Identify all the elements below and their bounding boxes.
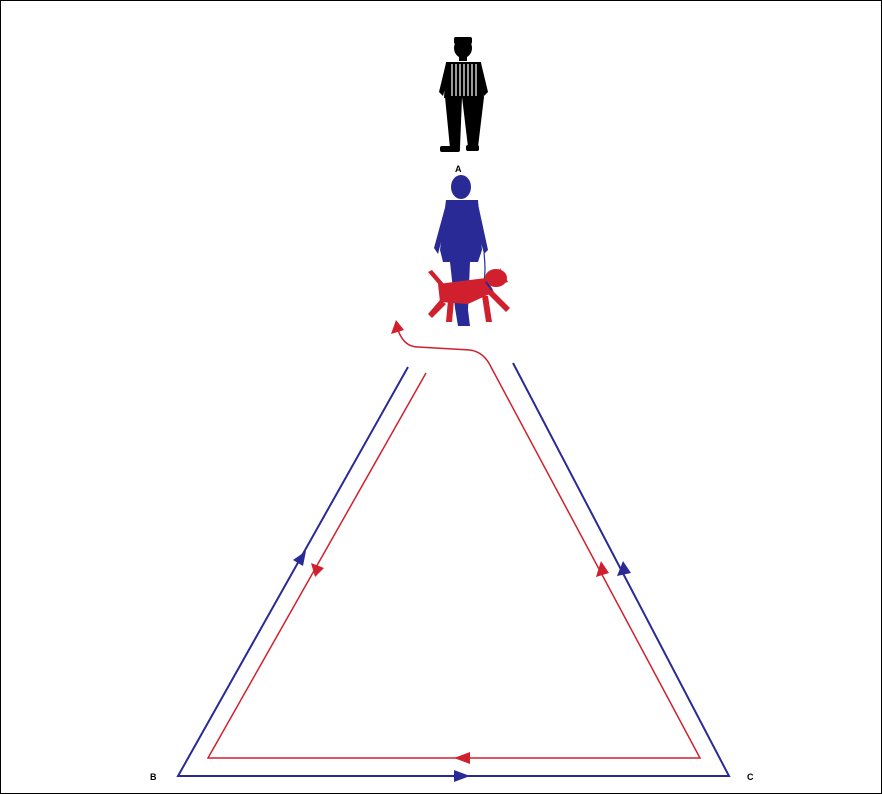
handler-arrow-right bbox=[617, 561, 631, 576]
point-c-label: C bbox=[747, 772, 754, 782]
judge-figure bbox=[439, 37, 488, 152]
handler-arrow-bottom bbox=[454, 770, 470, 782]
handler-arrow-left bbox=[293, 551, 306, 566]
dog-path bbox=[206, 320, 702, 764]
point-b-label: B bbox=[150, 772, 157, 782]
handler-figure bbox=[434, 175, 488, 326]
dog-figure bbox=[428, 268, 510, 322]
dog-arrow-start bbox=[391, 320, 404, 334]
dog-arrow-left bbox=[311, 563, 324, 577]
dog-arrow-bottom bbox=[454, 752, 470, 764]
dog-arrow-right bbox=[596, 561, 609, 577]
point-a-label: A bbox=[455, 164, 462, 174]
handler-path bbox=[176, 362, 731, 782]
